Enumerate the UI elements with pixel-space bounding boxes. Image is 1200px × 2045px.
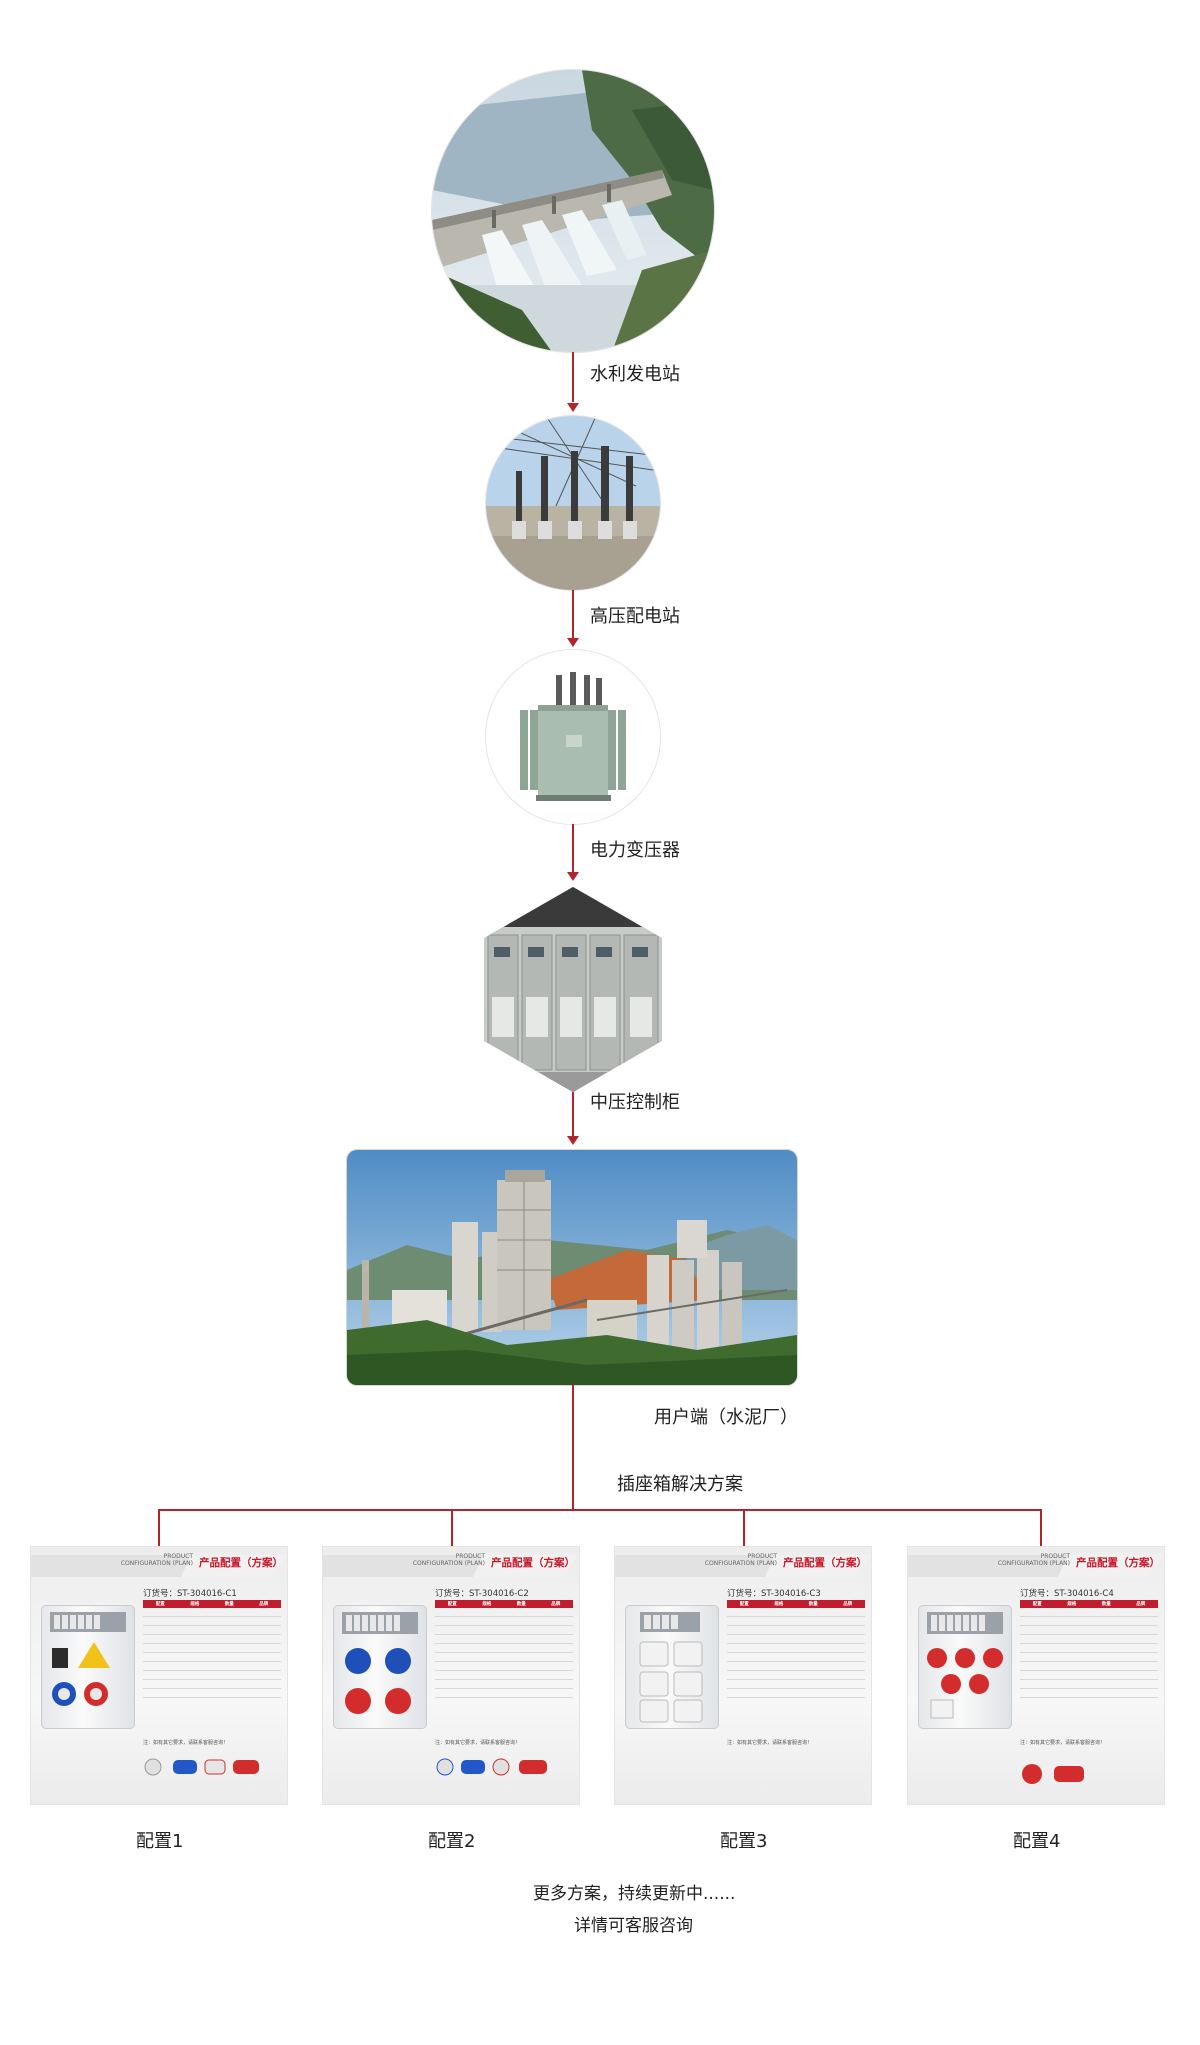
footer-contact: 详情可客服咨询 (574, 1916, 693, 1936)
order-number: 订货号：ST-304016-C2 (435, 1589, 529, 1599)
config-table: 配置规格数量品牌 (727, 1600, 865, 1698)
connector-line-1 (572, 352, 574, 402)
socket-box-image (41, 1605, 135, 1729)
substation-image (486, 416, 660, 590)
card-header-ribbon (323, 1555, 579, 1577)
config-label-3: 配置3 (720, 1831, 768, 1852)
card-note: 注：如有其它要求，请联系客服咨询！ (435, 1740, 521, 1746)
arrow-down-icon (567, 638, 579, 647)
card-header-cn: 产品配置（方案） (199, 1557, 283, 1569)
card-header-cn: 产品配置（方案） (491, 1557, 575, 1569)
order-number: 订货号：ST-304016-C4 (1020, 1589, 1114, 1599)
arrow-down-icon (567, 1136, 579, 1145)
branch-line-2 (451, 1509, 453, 1547)
config-label-2: 配置2 (428, 1831, 476, 1852)
card-note: 注：如有其它要求，请联系客服咨询！ (1020, 1740, 1106, 1746)
distribution-bar (158, 1509, 1042, 1511)
connector-line-4 (572, 1092, 574, 1136)
connector-line-2 (572, 590, 574, 638)
stage-label-control-cabinet: 中压控制柜 (590, 1092, 680, 1113)
hydropower-station-image (432, 70, 714, 352)
stage-label-substation: 高压配电站 (590, 606, 680, 627)
solution-label: 插座箱解决方案 (617, 1474, 743, 1495)
card-header-cn: 产品配置（方案） (783, 1557, 867, 1569)
config-table: 配置规格数量品牌 (435, 1600, 573, 1698)
card-header-ribbon (31, 1555, 287, 1577)
stage-label-hydropower: 水利发电站 (590, 364, 680, 385)
transformer-image (486, 650, 660, 824)
config-table: 配置规格数量品牌 (1020, 1600, 1158, 1698)
card-note: 注：如有其它要求，请联系客服咨询！ (727, 1740, 813, 1746)
arrow-down-icon (567, 872, 579, 881)
stage-label-transformer: 电力变压器 (590, 840, 680, 861)
branch-line-1 (158, 1509, 160, 1547)
order-number: 订货号：ST-304016-C3 (727, 1589, 821, 1599)
connector-line-3 (572, 824, 574, 872)
socket-box-image (333, 1605, 427, 1729)
branch-line-4 (1040, 1509, 1042, 1547)
branch-line-3 (743, 1509, 745, 1547)
card-note: 注：如有其它要求，请联系客服咨询！ (143, 1740, 229, 1746)
config-table: 配置规格数量品牌 (143, 1600, 281, 1698)
arrow-down-icon (567, 403, 579, 412)
card-header-ribbon (908, 1555, 1164, 1577)
footer-more-plans: 更多方案，持续更新中...... (533, 1884, 736, 1904)
socket-box-image (918, 1605, 1012, 1729)
order-number: 订货号：ST-304016-C1 (143, 1589, 237, 1599)
plug-accessories-image (144, 1758, 259, 1776)
connector-line-5 (572, 1385, 574, 1509)
card-header-ribbon (615, 1555, 871, 1577)
plug-accessories-image (436, 1758, 547, 1776)
config-label-4: 配置4 (1013, 1831, 1061, 1852)
cement-plant-image (347, 1150, 797, 1385)
control-cabinet-image (484, 887, 662, 1092)
config-label-1: 配置1 (136, 1831, 184, 1852)
stage-label-user-end: 用户端（水泥厂） (654, 1407, 798, 1428)
card-header-cn: 产品配置（方案） (1076, 1557, 1160, 1569)
socket-box-image (625, 1605, 719, 1729)
plug-accessories-image (1022, 1764, 1084, 1784)
